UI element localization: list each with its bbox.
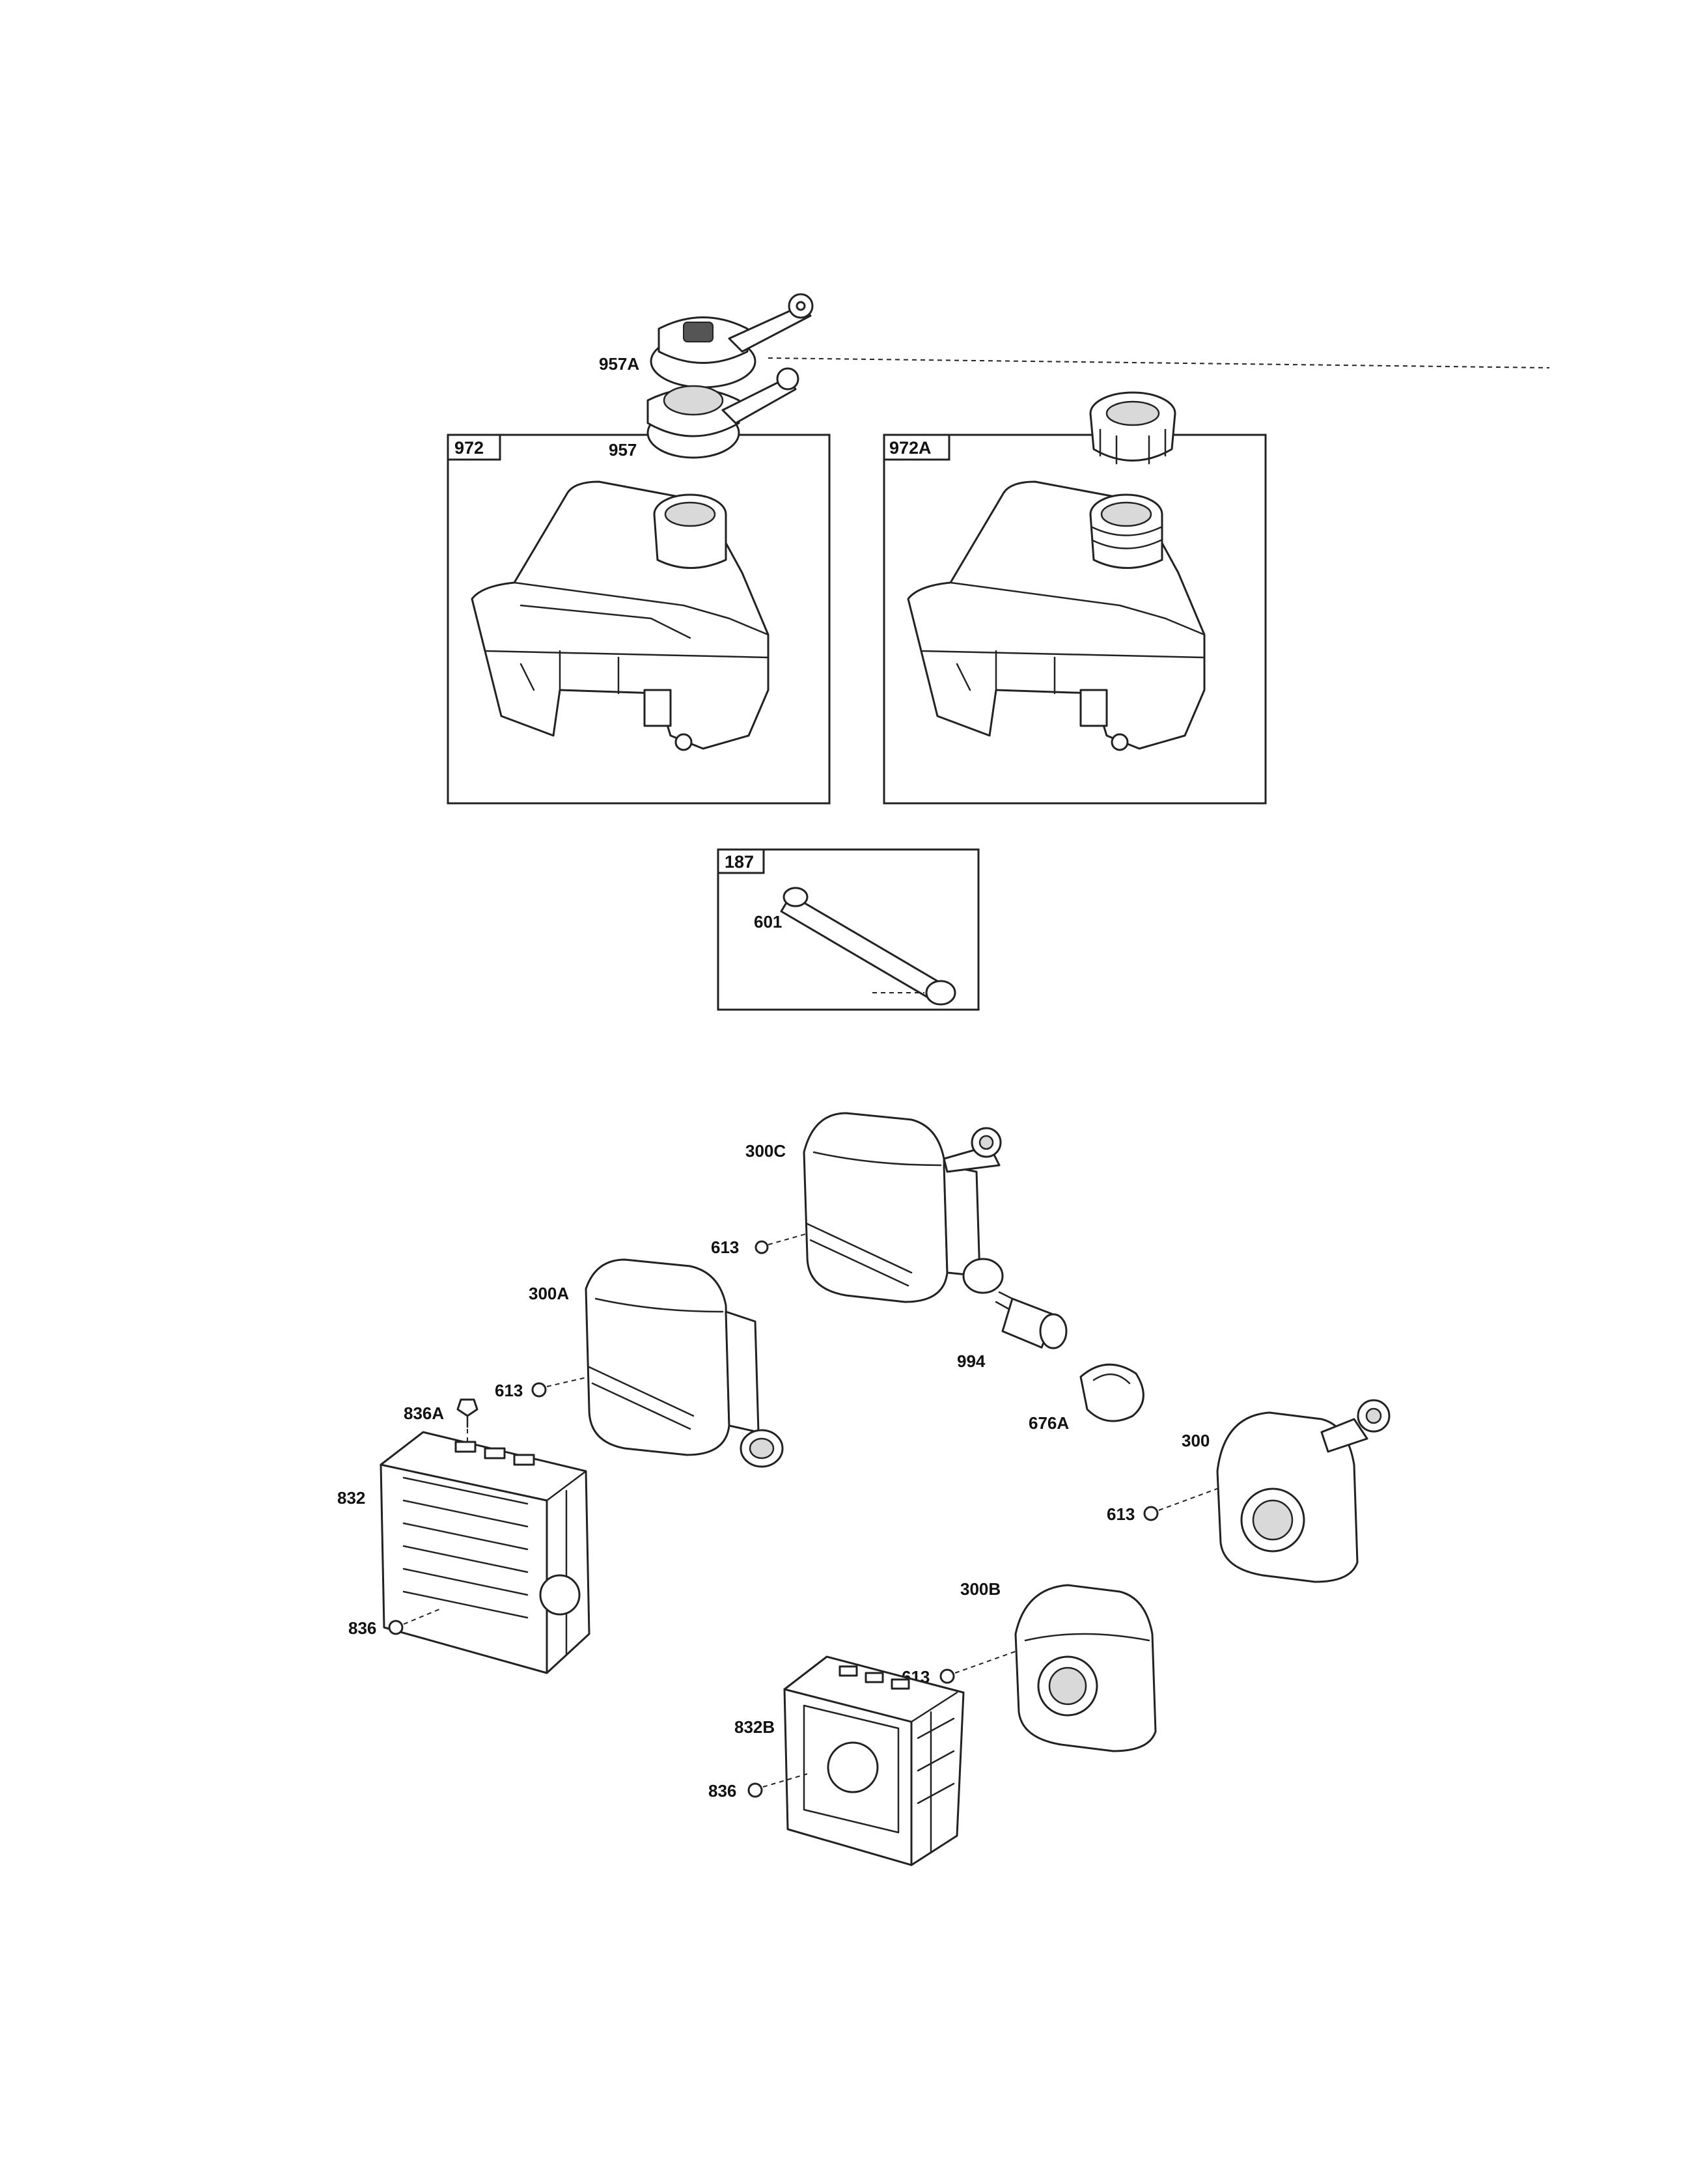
kit-label-972a: 972A bbox=[889, 438, 932, 458]
muffler-300 bbox=[1216, 1399, 1391, 1583]
callout-832: 832 bbox=[337, 1488, 365, 1508]
muffler-300c bbox=[803, 1112, 1004, 1303]
kit-label-187: 187 bbox=[725, 852, 754, 872]
fuel-tank-972a bbox=[907, 480, 1206, 751]
bolt-836-left bbox=[388, 1607, 443, 1635]
callout-613-a: 613 bbox=[495, 1381, 523, 1400]
bolt-613-b bbox=[939, 1650, 1019, 1684]
fuel-cap-957 bbox=[646, 367, 799, 459]
callout-300c: 300C bbox=[745, 1141, 786, 1161]
callout-957a: 957A bbox=[599, 354, 639, 374]
muffler-guard-832b bbox=[783, 1655, 965, 1866]
fuel-line-601 bbox=[780, 887, 956, 1006]
dotted-rule bbox=[768, 357, 1550, 368]
callout-832b: 832B bbox=[734, 1717, 775, 1737]
bolt-613-c bbox=[755, 1233, 808, 1254]
callout-613-300: 613 bbox=[1107, 1504, 1135, 1524]
muffler-300b bbox=[1014, 1584, 1157, 1752]
bolt-836-bottom bbox=[747, 1773, 808, 1798]
fuel-tank-972 bbox=[471, 480, 769, 751]
callout-676a: 676A bbox=[1029, 1413, 1069, 1433]
callout-994: 994 bbox=[957, 1351, 986, 1371]
spark-arrestor-994 bbox=[995, 1291, 1068, 1349]
muffler-300a bbox=[585, 1258, 784, 1468]
kit-label-972: 972 bbox=[454, 438, 484, 458]
fuel-cap-957a bbox=[650, 293, 814, 389]
kit-box-972 bbox=[447, 434, 831, 805]
callout-957: 957 bbox=[609, 440, 637, 460]
callout-836-bottom: 836 bbox=[708, 1781, 736, 1801]
kit-box-187 bbox=[717, 848, 980, 1011]
clamp-676a bbox=[1079, 1363, 1144, 1422]
fuel-cap-957b bbox=[1089, 391, 1176, 465]
callout-836a: 836A bbox=[404, 1403, 444, 1423]
bolt-613-a bbox=[531, 1376, 590, 1398]
callout-300b: 300B bbox=[960, 1579, 1001, 1599]
kit-box-972a bbox=[883, 434, 1267, 805]
callout-300: 300 bbox=[1182, 1431, 1210, 1450]
callout-300a: 300A bbox=[529, 1284, 569, 1303]
callout-613-c: 613 bbox=[711, 1237, 739, 1257]
callout-836-left: 836 bbox=[348, 1618, 376, 1638]
bolt-613-300 bbox=[1143, 1487, 1221, 1521]
muffler-guard-832 bbox=[380, 1431, 590, 1674]
callout-601: 601 bbox=[754, 912, 782, 932]
